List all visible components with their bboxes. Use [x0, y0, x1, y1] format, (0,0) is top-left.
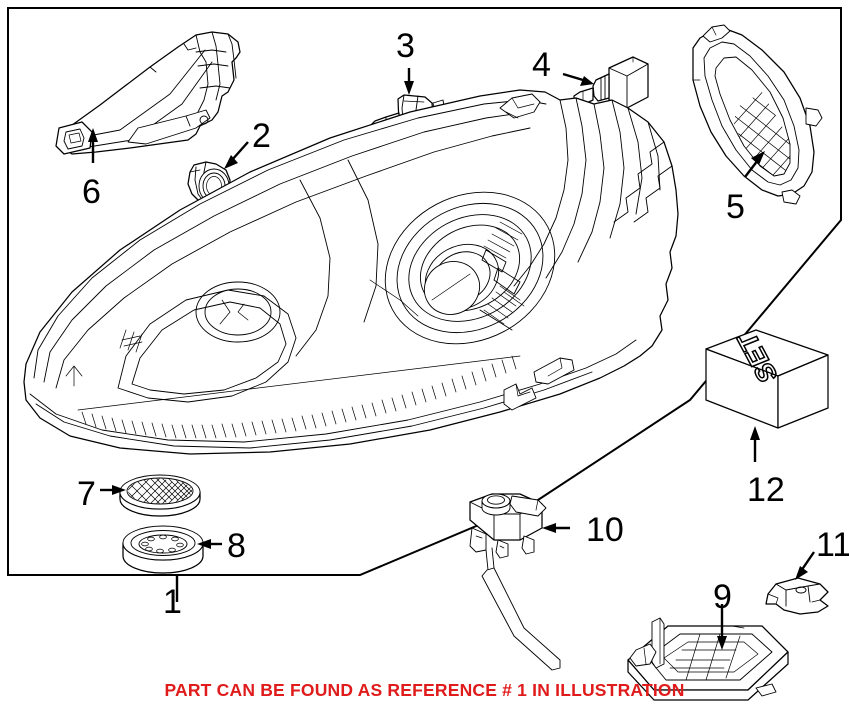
- part-9-support-bracket: [481, 567, 789, 701]
- part-12-hardware-kit-box: SET: [705, 327, 829, 429]
- perforation-holes: [141, 534, 184, 554]
- callout-number-8: 8: [227, 527, 246, 565]
- part-10-range-control-servo: [469, 493, 547, 571]
- callout-line-5: [744, 151, 765, 178]
- callout-line-6: [88, 128, 98, 163]
- callout-number-6: 6: [82, 173, 101, 211]
- callout-line-4: [562, 72, 594, 86]
- callout-line-11: [795, 551, 815, 580]
- callout-number-7: 7: [77, 475, 96, 513]
- reflector-serration: [77, 355, 521, 439]
- projector-lens-assembly: [384, 191, 556, 345]
- callout-line-9: [717, 604, 727, 650]
- callout-line-2: [224, 141, 249, 169]
- callout-number-5: 5: [726, 188, 745, 226]
- callout-number-1: 1: [163, 583, 182, 621]
- callout-number-2: 2: [252, 117, 271, 155]
- part-7-vent-cap-mesh: [119, 474, 201, 517]
- part-11-retaining-spring-clip: [765, 577, 829, 615]
- part-6-mounting-bracket: [55, 31, 241, 155]
- callout-line-10: [542, 523, 570, 533]
- callout-number-4: 4: [532, 46, 551, 84]
- callout-line-3: [404, 68, 414, 95]
- callout-line-12: [750, 426, 760, 462]
- callout-number-12: 12: [747, 471, 785, 509]
- part-8-vent-cap-perforated: [122, 525, 204, 574]
- reference-note: PART CAN BE FOUND AS REFERENCE # 1 IN IL…: [164, 680, 685, 700]
- part-4-leveling-actuator: [573, 56, 649, 109]
- part-5-headlight-bezel: [692, 24, 823, 205]
- mesh-pattern: [128, 478, 192, 504]
- part-1-headlight-assembly: [23, 89, 679, 455]
- callout-number-11: 11: [816, 526, 849, 564]
- callout-number-3: 3: [396, 27, 415, 65]
- callout-line-8: [197, 539, 222, 549]
- callout-line-7: [100, 485, 126, 495]
- left-reflector-chamber: [65, 281, 297, 403]
- callout-number-10: 10: [586, 511, 624, 549]
- callout-number-9: 9: [713, 578, 732, 616]
